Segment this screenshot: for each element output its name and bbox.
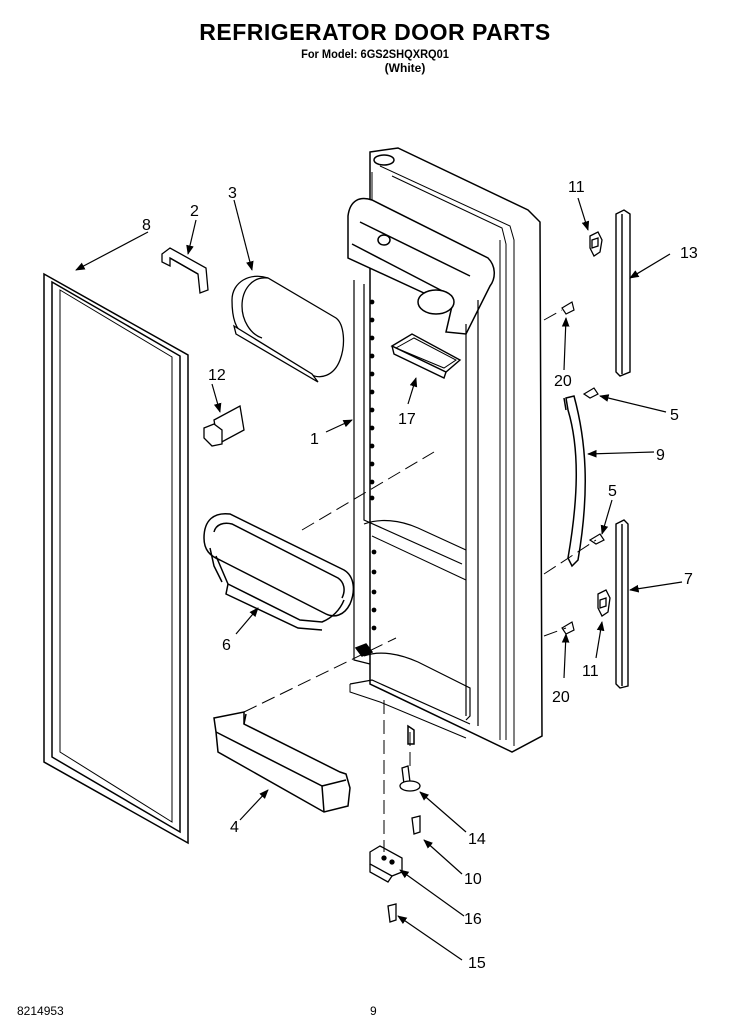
model-color: (White) xyxy=(384,61,426,75)
callout-7: 7 xyxy=(684,571,693,588)
door-bin-part xyxy=(203,512,355,631)
callout-16: 16 xyxy=(464,911,482,928)
callout-17: 17 xyxy=(398,411,416,428)
callout-20-lower: 20 xyxy=(552,689,570,706)
callout-13: 13 xyxy=(680,245,698,262)
page-title: REFRIGERATOR DOOR PARTS xyxy=(199,19,551,45)
door-liner-part xyxy=(347,147,543,753)
lower-bin-part xyxy=(213,711,351,813)
callout-arrows xyxy=(75,197,683,961)
document-number: 8214953 xyxy=(17,1004,64,1018)
small-clip-part xyxy=(203,404,245,447)
door-gasket-part xyxy=(43,272,189,845)
callout-6: 6 xyxy=(222,637,231,654)
hinge-pin-part xyxy=(399,765,421,792)
callout-3: 3 xyxy=(228,185,237,202)
cover-part xyxy=(231,275,345,383)
callout-20-upper: 20 xyxy=(554,373,572,390)
callout-4: 4 xyxy=(230,819,239,836)
model-number: For Model: 6GS2SHQXRQ01 xyxy=(301,47,449,61)
handle-part xyxy=(563,395,586,568)
callout-15: 15 xyxy=(468,955,486,972)
callout-5-upper: 5 xyxy=(670,407,679,424)
callout-10: 10 xyxy=(464,871,482,888)
callout-11-lower: 11 xyxy=(582,663,599,680)
clip-part xyxy=(161,247,209,294)
hinge-screw-15 xyxy=(387,903,397,923)
page-number: 9 xyxy=(370,1004,377,1018)
callout-2: 2 xyxy=(190,203,199,220)
callout-14: 14 xyxy=(468,831,486,848)
lower-clip-11 xyxy=(597,589,611,617)
shelf-support-dots xyxy=(369,299,377,631)
callout-5-lower: 5 xyxy=(608,483,617,500)
callout-8: 8 xyxy=(142,217,151,234)
assembly-lines xyxy=(243,309,597,852)
upper-trim-strip-part xyxy=(615,209,631,377)
callout-11-upper: 11 xyxy=(568,179,585,196)
tray-part xyxy=(390,333,462,379)
callout-9: 9 xyxy=(656,447,665,464)
upper-clip-11 xyxy=(589,231,603,257)
hinge-screw-10 xyxy=(411,815,421,835)
callout-1: 1 xyxy=(310,431,319,448)
callout-12: 12 xyxy=(208,367,226,384)
lower-trim-strip-part xyxy=(615,519,629,689)
hinge-bracket-part xyxy=(369,845,403,883)
screws xyxy=(561,301,605,635)
